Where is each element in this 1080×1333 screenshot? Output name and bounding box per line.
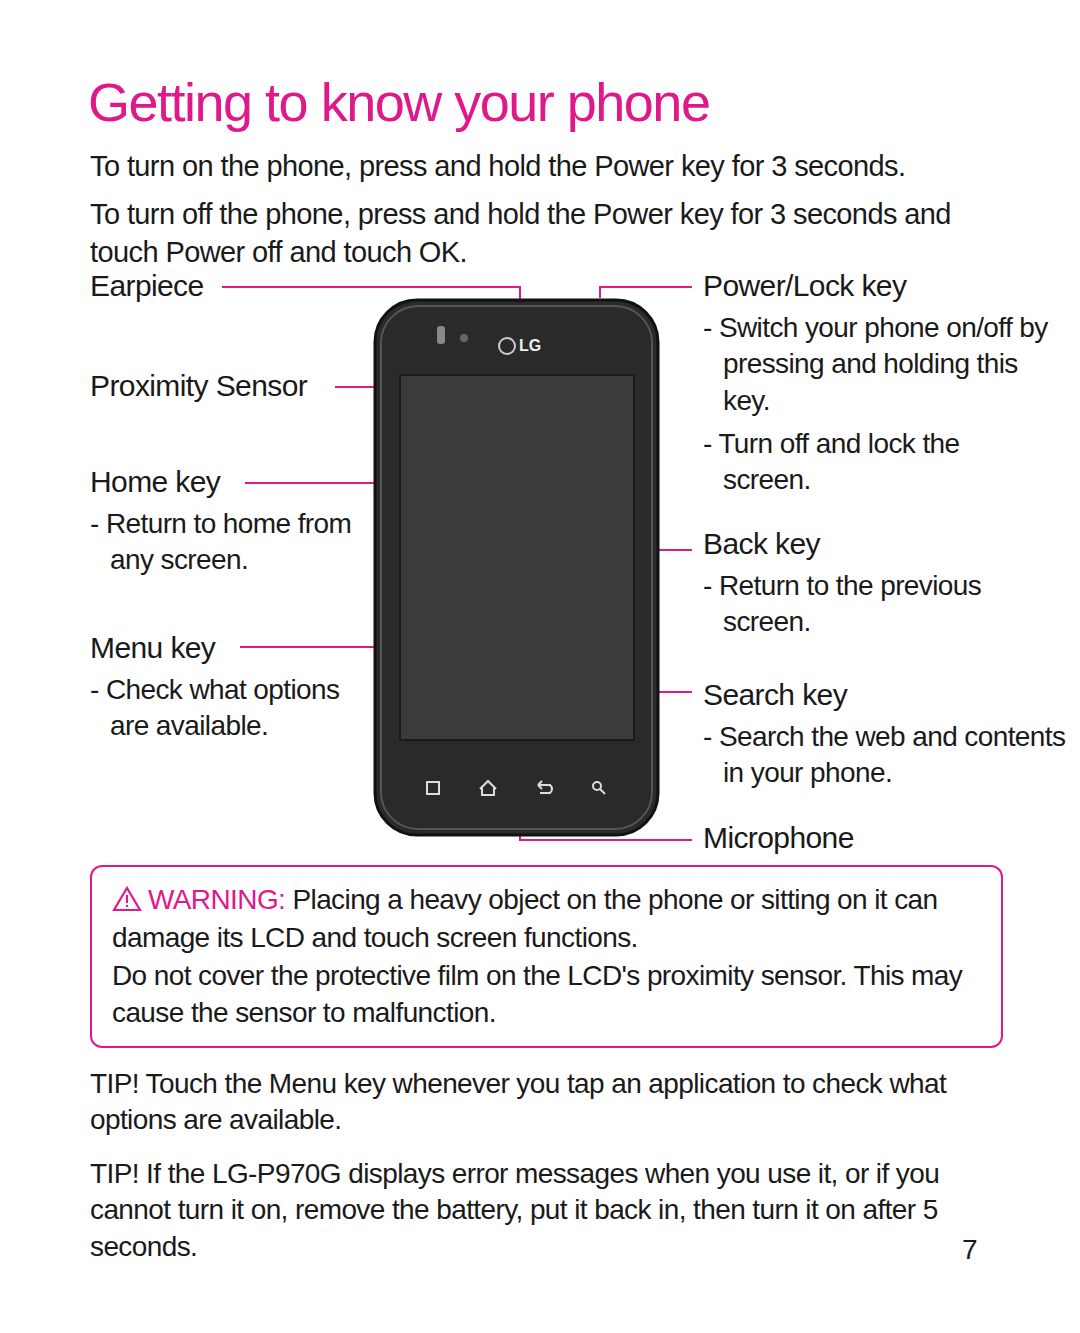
- page-title: Getting to know your phone: [88, 70, 709, 135]
- part-description: - Switch your phone on/off by pressing a…: [703, 310, 1053, 419]
- part-description: - Return to the previous screen.: [703, 568, 1063, 641]
- part-name: Home key: [90, 462, 390, 501]
- page-number: 7: [962, 1232, 1002, 1268]
- warning-text: Do not cover the protective film on the …: [112, 957, 981, 1033]
- part-name: Menu key: [90, 628, 390, 667]
- tip-text: TIP! Touch the Menu key whenever you tap…: [90, 1066, 1010, 1139]
- part-description: - Search the web and contents in your ph…: [703, 719, 1068, 792]
- warning-icon: [112, 886, 142, 912]
- part-description: - Turn off and lock the screen.: [703, 426, 1053, 499]
- key-icons: [427, 781, 605, 795]
- part-name: Power/Lock key: [703, 266, 1043, 305]
- part-description: - Return to home from any screen.: [90, 506, 380, 579]
- brand-logo: LG: [519, 336, 559, 355]
- warning-heading: WARNING:: [148, 884, 285, 915]
- leader-line: [600, 287, 692, 298]
- warning-box: WARNING: Placing a heavy object on the p…: [90, 865, 1003, 1048]
- part-name: Search key: [703, 675, 1043, 714]
- part-name: Microphone: [703, 818, 1043, 857]
- phone-body: [375, 300, 658, 835]
- intro-text: To turn off the phone, press and hold th…: [90, 196, 1020, 271]
- intro-text: To turn on the phone, press and hold the…: [90, 148, 1020, 186]
- part-name: Back key: [703, 524, 1043, 563]
- part-description: - Check what options are available.: [90, 672, 380, 745]
- part-name: Earpiece: [90, 266, 390, 305]
- warning-paragraph: WARNING: Placing a heavy object on the p…: [112, 881, 981, 957]
- tip-text: TIP! If the LG-P970G displays error mess…: [90, 1156, 970, 1265]
- part-name: Proximity Sensor: [90, 366, 390, 405]
